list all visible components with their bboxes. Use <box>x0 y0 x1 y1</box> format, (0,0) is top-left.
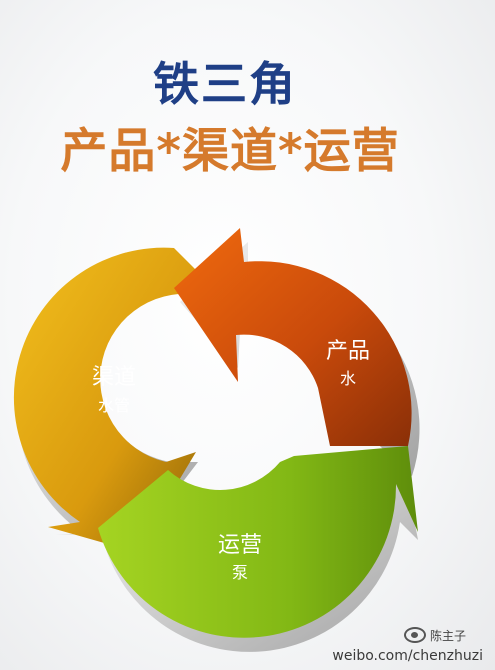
channel-sublabel: 水管 <box>98 396 130 415</box>
weibo-watermark: 陈主子 <box>404 624 488 646</box>
weibo-icon <box>404 627 426 643</box>
watermark-url: weibo.com/chenzhuzi <box>332 648 483 664</box>
product-arrow <box>174 228 412 446</box>
operation-label: 运营 <box>218 533 262 558</box>
operation-arrow <box>98 446 418 638</box>
channel-label: 渠道 <box>92 365 136 390</box>
product-label: 产品 <box>326 339 370 364</box>
product-sublabel: 水 <box>340 369 356 388</box>
diagram-title: 铁三角 <box>153 57 297 111</box>
diagram-subtitle: 产品*渠道*运营 <box>60 124 400 179</box>
channel-arrow <box>13 247 206 553</box>
watermark-name: 陈主子 <box>430 628 467 643</box>
operation-sublabel: 泵 <box>232 563 248 582</box>
